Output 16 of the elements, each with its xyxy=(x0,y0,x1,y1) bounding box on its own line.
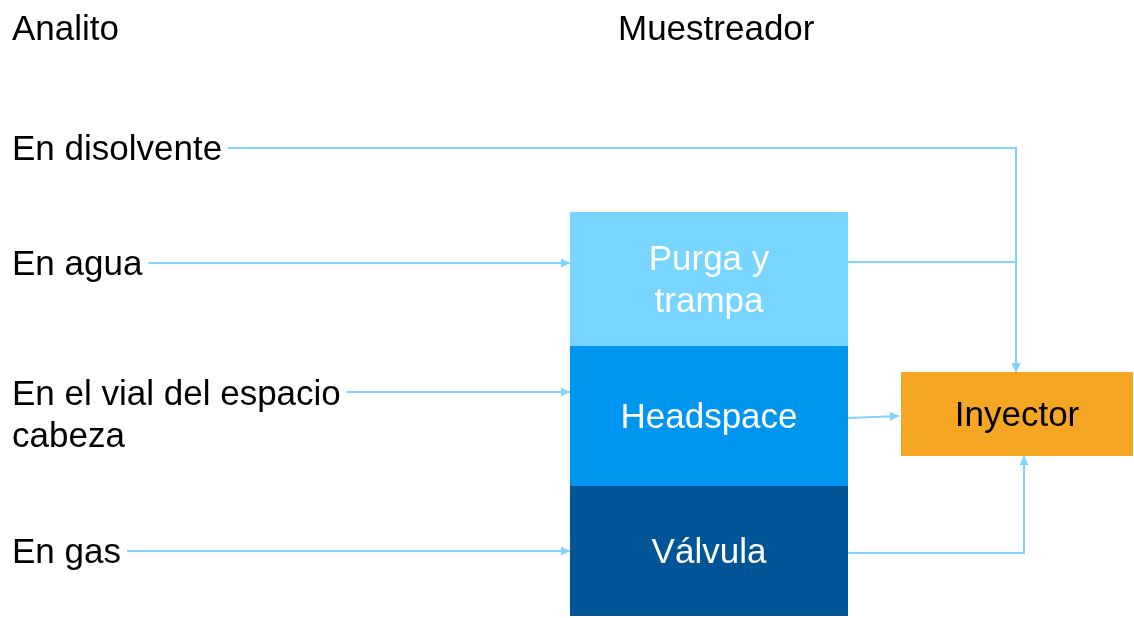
input-label: En disolvente xyxy=(12,125,274,171)
arrow xyxy=(847,411,900,421)
arrow xyxy=(125,546,571,556)
arrow xyxy=(147,258,571,268)
input-label: En gas xyxy=(12,528,140,574)
column-heading: Muestreador xyxy=(618,8,815,48)
input-label: En el vial del espacio cabeza xyxy=(12,362,424,466)
input-label: En agua xyxy=(12,240,164,286)
arrow xyxy=(345,387,571,397)
column-heading: Analito xyxy=(12,8,120,48)
process-box: Válvula xyxy=(570,486,848,616)
arrow xyxy=(847,455,1029,554)
process-box: Inyector xyxy=(901,372,1133,456)
arrow xyxy=(847,261,1021,373)
process-box: Headspace xyxy=(570,346,848,486)
process-box: Purga y trampa xyxy=(570,212,848,346)
